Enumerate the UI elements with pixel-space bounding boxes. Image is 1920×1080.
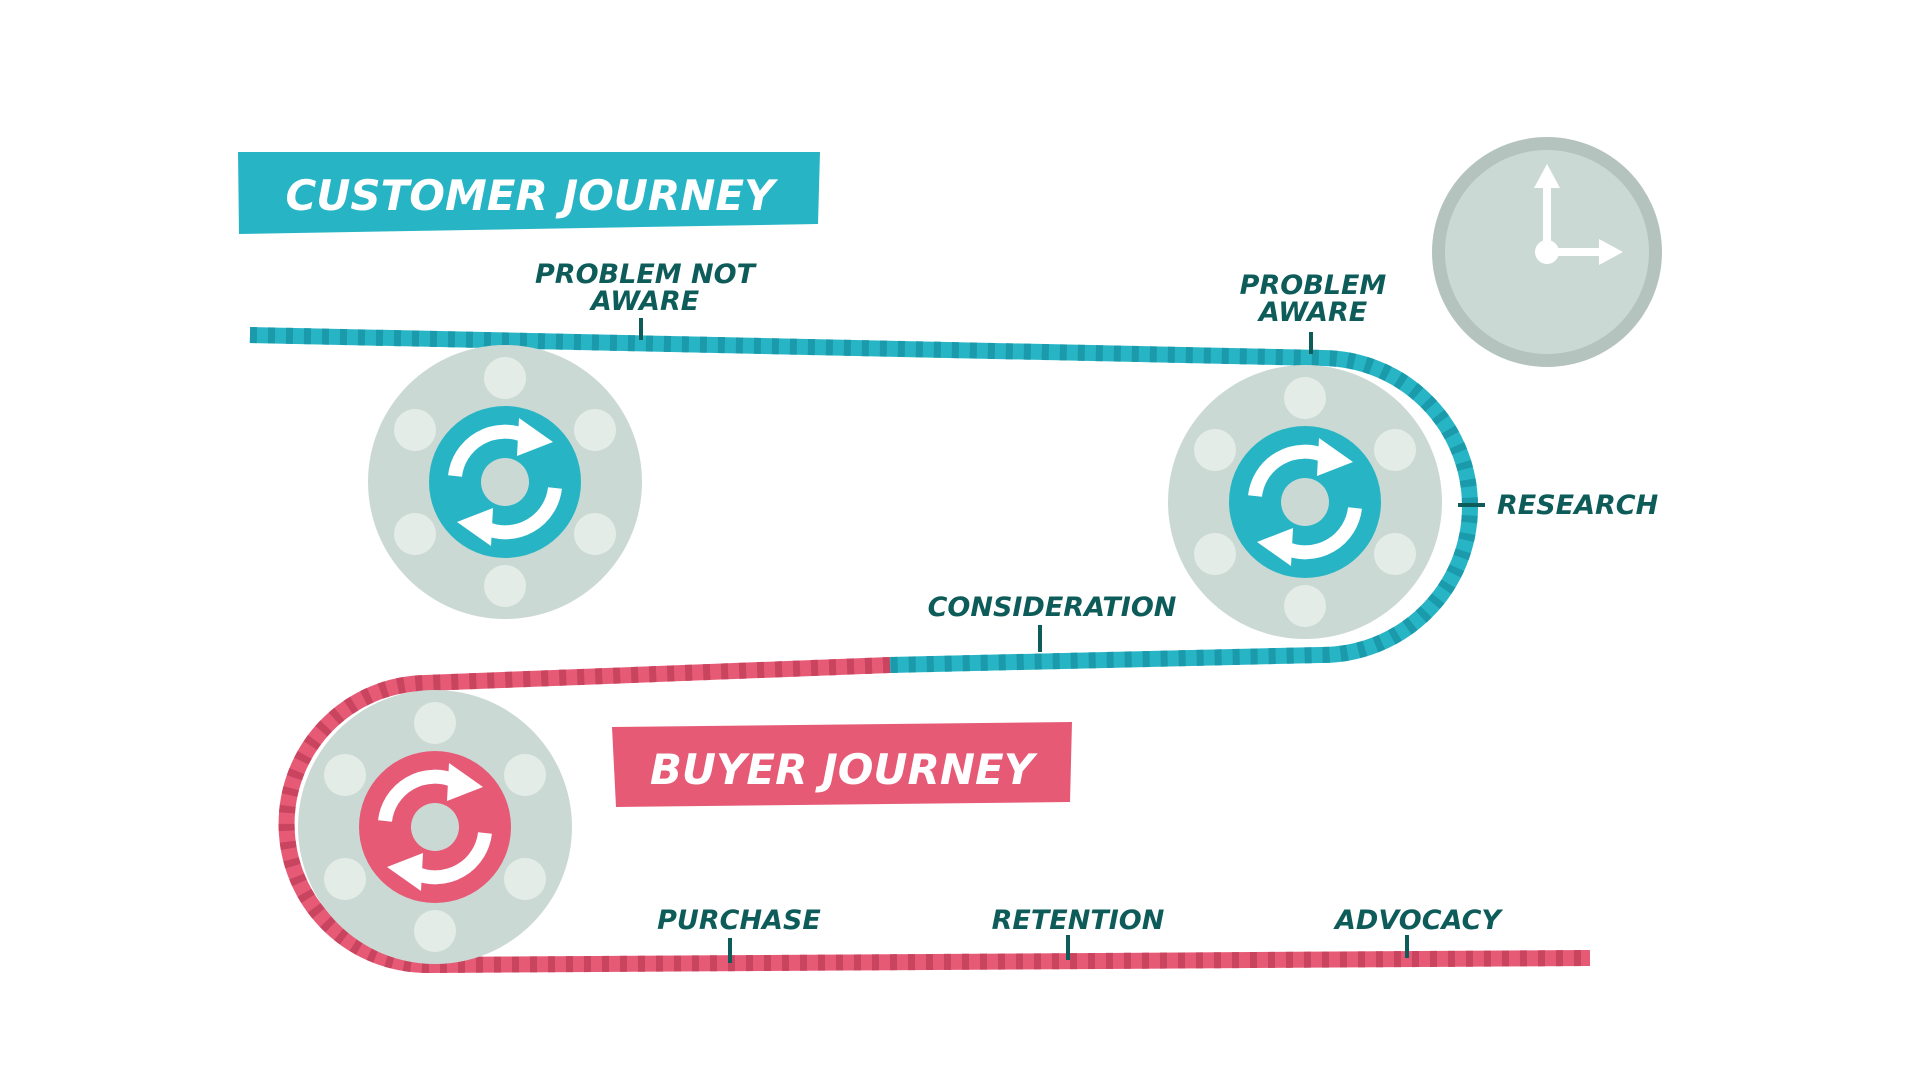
stage-ticks xyxy=(639,318,1485,963)
customer-journey-banner: CUSTOMER JOURNEY xyxy=(238,152,820,234)
stage-problem-aware-line2: AWARE xyxy=(1257,297,1368,328)
customer-journey-title: CUSTOMER JOURNEY xyxy=(285,171,778,220)
stage-advocacy: ADVOCACY xyxy=(1333,905,1503,936)
stage-purchase: PURCHASE xyxy=(657,905,821,936)
pink-belt xyxy=(278,657,1591,974)
stage-problem-aware-line1: PROBLEM xyxy=(1240,270,1387,301)
buyer-journey-banner: BUYER JOURNEY xyxy=(612,722,1072,807)
stage-consideration: CONSIDERATION xyxy=(928,592,1177,623)
stage-retention: RETENTION xyxy=(992,905,1165,936)
stage-problem-not-aware-line2: AWARE xyxy=(589,286,700,317)
stage-labels: PROBLEM NOT AWARE PROBLEM AWARE RESEARCH… xyxy=(535,259,1659,936)
clock-icon xyxy=(1432,137,1662,367)
gear-bottom-icon xyxy=(298,690,572,964)
stage-research: RESEARCH xyxy=(1497,490,1659,521)
teal-belt xyxy=(249,327,1478,673)
gear-right-icon xyxy=(1168,365,1442,639)
buyer-journey-title: BUYER JOURNEY xyxy=(650,745,1038,794)
gear-left-icon xyxy=(368,345,642,619)
stage-problem-not-aware-line1: PROBLEM NOT xyxy=(535,259,758,290)
